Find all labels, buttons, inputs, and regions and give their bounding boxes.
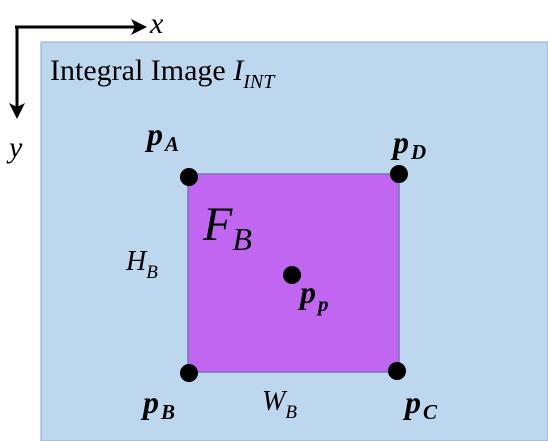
box-fb-label-main: F xyxy=(202,198,233,251)
point-a-label-sub: A xyxy=(163,132,179,156)
point-b-label-sub: B xyxy=(160,400,175,424)
point-b-label-main: p xyxy=(140,384,159,420)
point-d-marker xyxy=(390,165,408,183)
point-c-label-main: p xyxy=(402,384,421,420)
x-axis-label: x xyxy=(149,7,164,40)
point-d-label-sub: D xyxy=(410,140,426,164)
width-label: WB xyxy=(262,386,297,423)
point-d-label-main: p xyxy=(390,124,409,160)
box-fb-label-sub: B xyxy=(232,221,252,257)
point-c-marker xyxy=(388,362,406,380)
y-axis-label: y xyxy=(6,131,23,164)
point-a-label-main: p xyxy=(144,116,163,152)
point-p-label-sub: p xyxy=(316,292,329,316)
height-label-sub: B xyxy=(146,262,158,283)
height-label-main: H xyxy=(125,246,148,277)
point-b-marker xyxy=(180,364,198,382)
width-label-sub: B xyxy=(285,402,297,423)
point-d-label: pD xyxy=(390,124,426,164)
point-p-label: pp xyxy=(297,274,329,316)
point-a-label: pA xyxy=(144,116,179,156)
point-c-label-sub: C xyxy=(423,400,438,424)
axes: x y xyxy=(6,7,164,164)
x-axis-arrowhead-icon xyxy=(131,19,147,35)
point-c-label: pC xyxy=(402,384,438,424)
point-p-marker xyxy=(283,266,301,284)
integral-image-title-text: Integral Image xyxy=(50,54,233,87)
height-label: HB xyxy=(125,246,158,283)
point-p-label-main: p xyxy=(297,274,316,310)
integral-image-title: Integral Image IINT xyxy=(50,54,276,93)
integral-image-title-var: I xyxy=(232,54,245,87)
point-a-marker xyxy=(180,168,198,186)
box-fb-label: FB xyxy=(202,198,252,257)
integral-image-title-sub: INT xyxy=(242,71,276,93)
width-label-main: W xyxy=(262,386,288,417)
point-b-label: pB xyxy=(140,384,175,424)
y-axis-arrowhead-icon xyxy=(9,103,25,119)
